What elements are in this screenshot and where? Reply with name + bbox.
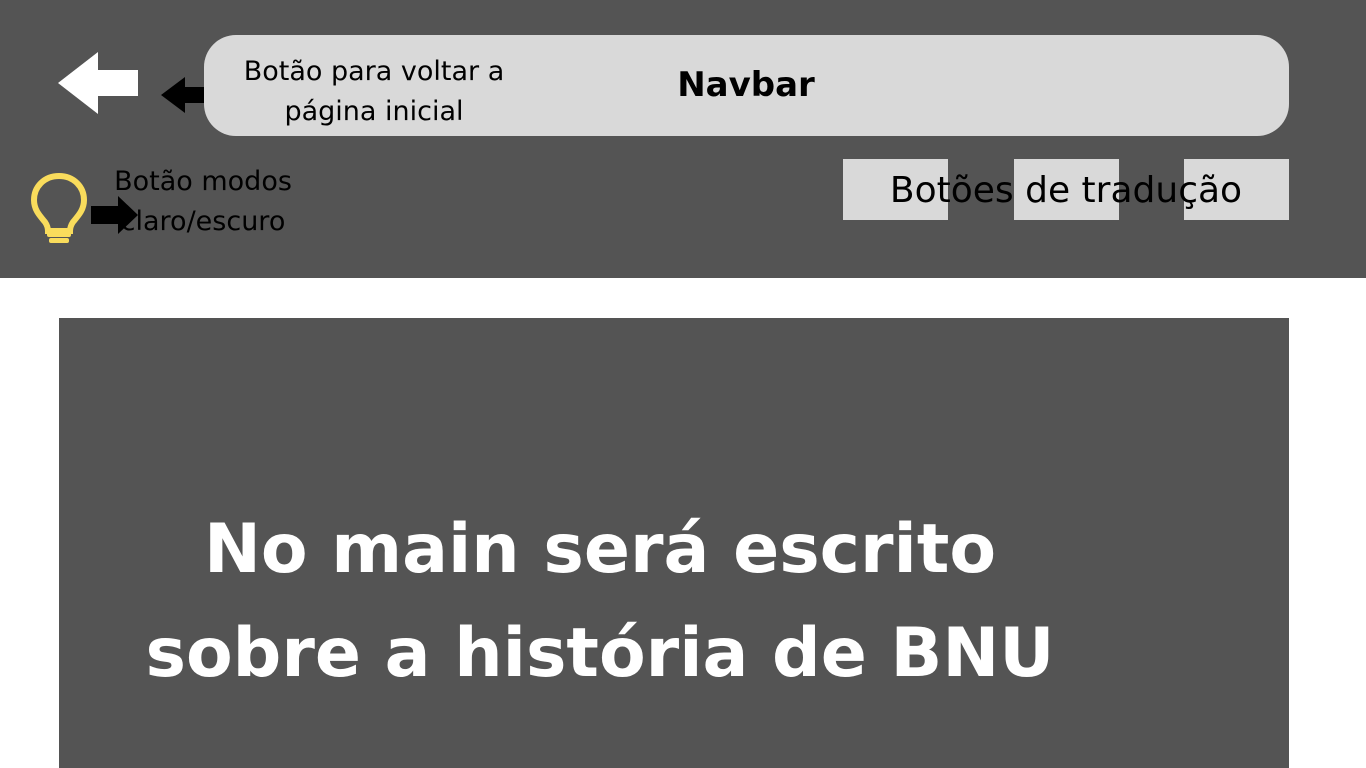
black-arrow-right-icon xyxy=(91,196,138,234)
lightbulb-icon[interactable] xyxy=(30,172,88,244)
black-arrow-left-icon xyxy=(161,77,238,113)
translation-button-2[interactable] xyxy=(1014,159,1119,220)
back-button-label: Botão para voltar a página inicial xyxy=(243,56,505,127)
main-content xyxy=(59,318,1289,768)
header: Botão para voltar a página inicial Navba… xyxy=(0,0,1366,278)
main-text: No main será escrito sobre a história de… xyxy=(145,510,1055,693)
back-arrow-icon[interactable] xyxy=(58,52,138,114)
mode-button-label: Botão modos claro/escuro xyxy=(114,166,292,237)
translation-button-1[interactable] xyxy=(843,159,948,220)
translation-button-3[interactable] xyxy=(1184,159,1289,220)
navbar-title: Navbar xyxy=(677,65,815,105)
navbar xyxy=(204,35,1289,136)
